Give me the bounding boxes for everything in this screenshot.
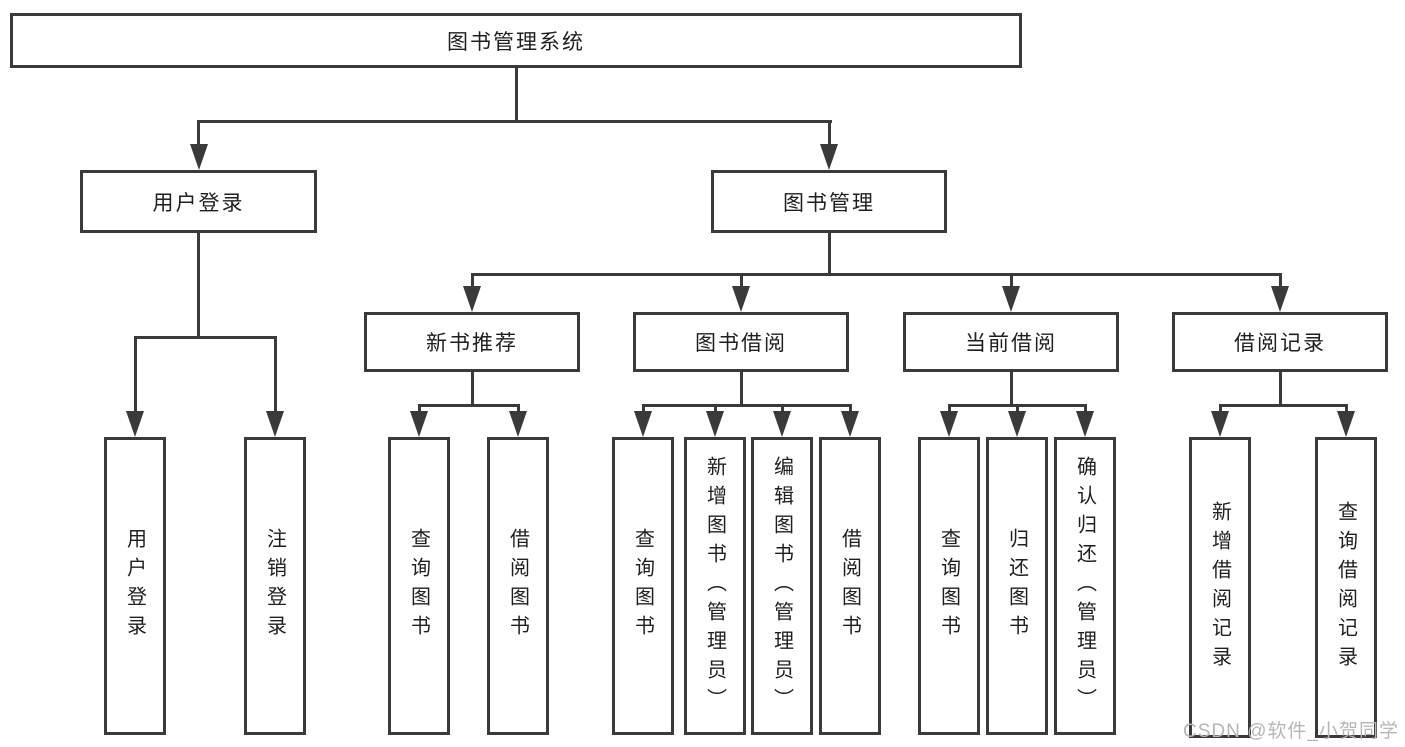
node-label: 注销登录 (263, 528, 286, 644)
node-label: 图书管理 (783, 191, 875, 215)
arrow-down-icon (706, 411, 724, 437)
node-book-borrow: 图书借阅 (633, 312, 849, 372)
node-label: 归还图书 (1005, 528, 1028, 644)
connector-line (514, 68, 518, 122)
connector-line (197, 233, 200, 339)
connector-line (1009, 372, 1013, 407)
leaf-current-confirm-return-admin: 确认归还（管理员） (1054, 437, 1116, 735)
arrow-down-icon (1076, 411, 1094, 437)
node-label: 用户登录 (123, 528, 146, 644)
leaf-current-return-books: 归还图书 (986, 437, 1048, 735)
leaf-logout-login: 注销登录 (244, 437, 306, 735)
arrow-down-icon (773, 411, 791, 437)
connector-line (827, 120, 831, 154)
leaf-records-add-record: 新增借阅记录 (1189, 437, 1251, 738)
leaf-borrow-borrow-books: 借阅图书 (819, 437, 881, 735)
connector-line (1009, 273, 1013, 291)
arrow-down-icon (1337, 411, 1355, 437)
node-label: 编辑图书（管理员） (770, 455, 793, 717)
connector-line (273, 336, 277, 416)
arrow-down-icon (820, 144, 838, 170)
node-label: 新增借阅记录 (1208, 500, 1231, 675)
node-root: 图书管理系统 (10, 13, 1022, 68)
arrow-down-icon (940, 411, 958, 437)
connector-line (197, 120, 832, 123)
node-book-management: 图书管理 (711, 170, 947, 233)
arrow-down-icon (1002, 286, 1020, 312)
watermark: CSDN @软件_小贺同学 (1183, 721, 1399, 742)
node-label: 查询借阅记录 (1334, 500, 1357, 675)
arrow-down-icon (410, 411, 428, 437)
node-label: 图书借阅 (695, 332, 787, 355)
connector-line (470, 372, 474, 407)
node-label: 借阅图书 (506, 528, 529, 644)
leaf-borrow-edit-books-admin: 编辑图书（管理员） (751, 437, 813, 735)
arrow-down-icon (463, 286, 481, 312)
leaf-user-login: 用户登录 (104, 437, 166, 735)
node-user-login: 用户登录 (80, 170, 317, 233)
arrow-down-icon (509, 411, 527, 437)
node-borrow-records: 借阅记录 (1172, 312, 1388, 372)
connector-line (827, 233, 831, 276)
node-label: 确认归还（管理员） (1073, 455, 1096, 717)
arrow-down-icon (841, 411, 859, 437)
connector-line (739, 372, 743, 407)
arrow-down-icon (732, 286, 750, 312)
node-current-borrow: 当前借阅 (903, 312, 1119, 372)
arrow-down-icon (126, 411, 144, 437)
arrow-down-icon (634, 411, 652, 437)
node-label: 用户登录 (152, 191, 245, 215)
node-label: 借阅图书 (838, 528, 861, 644)
arrow-down-icon (1211, 411, 1229, 437)
arrow-down-icon (266, 411, 284, 437)
leaf-current-query-books: 查询图书 (918, 437, 980, 735)
connector-line (417, 404, 520, 407)
leaf-recommend-query-books: 查询图书 (388, 437, 450, 735)
connector-line (641, 404, 852, 407)
arrow-down-icon (189, 144, 208, 170)
connector-line (1278, 372, 1282, 407)
connector-line (739, 273, 743, 291)
connector-line (197, 120, 200, 154)
connector-line (133, 336, 137, 416)
connector-line (470, 273, 474, 291)
connector-line (133, 336, 277, 339)
arrow-down-icon (1271, 286, 1289, 312)
connector-line (470, 273, 1282, 276)
node-label: 查询图书 (407, 528, 430, 644)
node-label: 图书管理系统 (447, 30, 585, 54)
node-label: 查询图书 (937, 528, 960, 644)
arrow-down-icon (1008, 411, 1026, 437)
leaf-borrow-add-books-admin: 新增图书（管理员） (684, 437, 746, 735)
connector-line (1218, 404, 1348, 407)
node-label: 当前借阅 (965, 332, 1057, 355)
leaf-recommend-borrow-books: 借阅图书 (487, 437, 549, 735)
node-new-book-recommend: 新书推荐 (364, 312, 580, 372)
connector-line (1278, 273, 1282, 291)
leaf-records-query-record: 查询借阅记录 (1315, 437, 1377, 738)
node-label: 新增图书（管理员） (703, 455, 726, 717)
node-label: 借阅记录 (1234, 332, 1326, 355)
node-label: 查询图书 (631, 528, 654, 644)
leaf-borrow-query-books: 查询图书 (612, 437, 674, 735)
node-label: 新书推荐 (426, 332, 518, 355)
